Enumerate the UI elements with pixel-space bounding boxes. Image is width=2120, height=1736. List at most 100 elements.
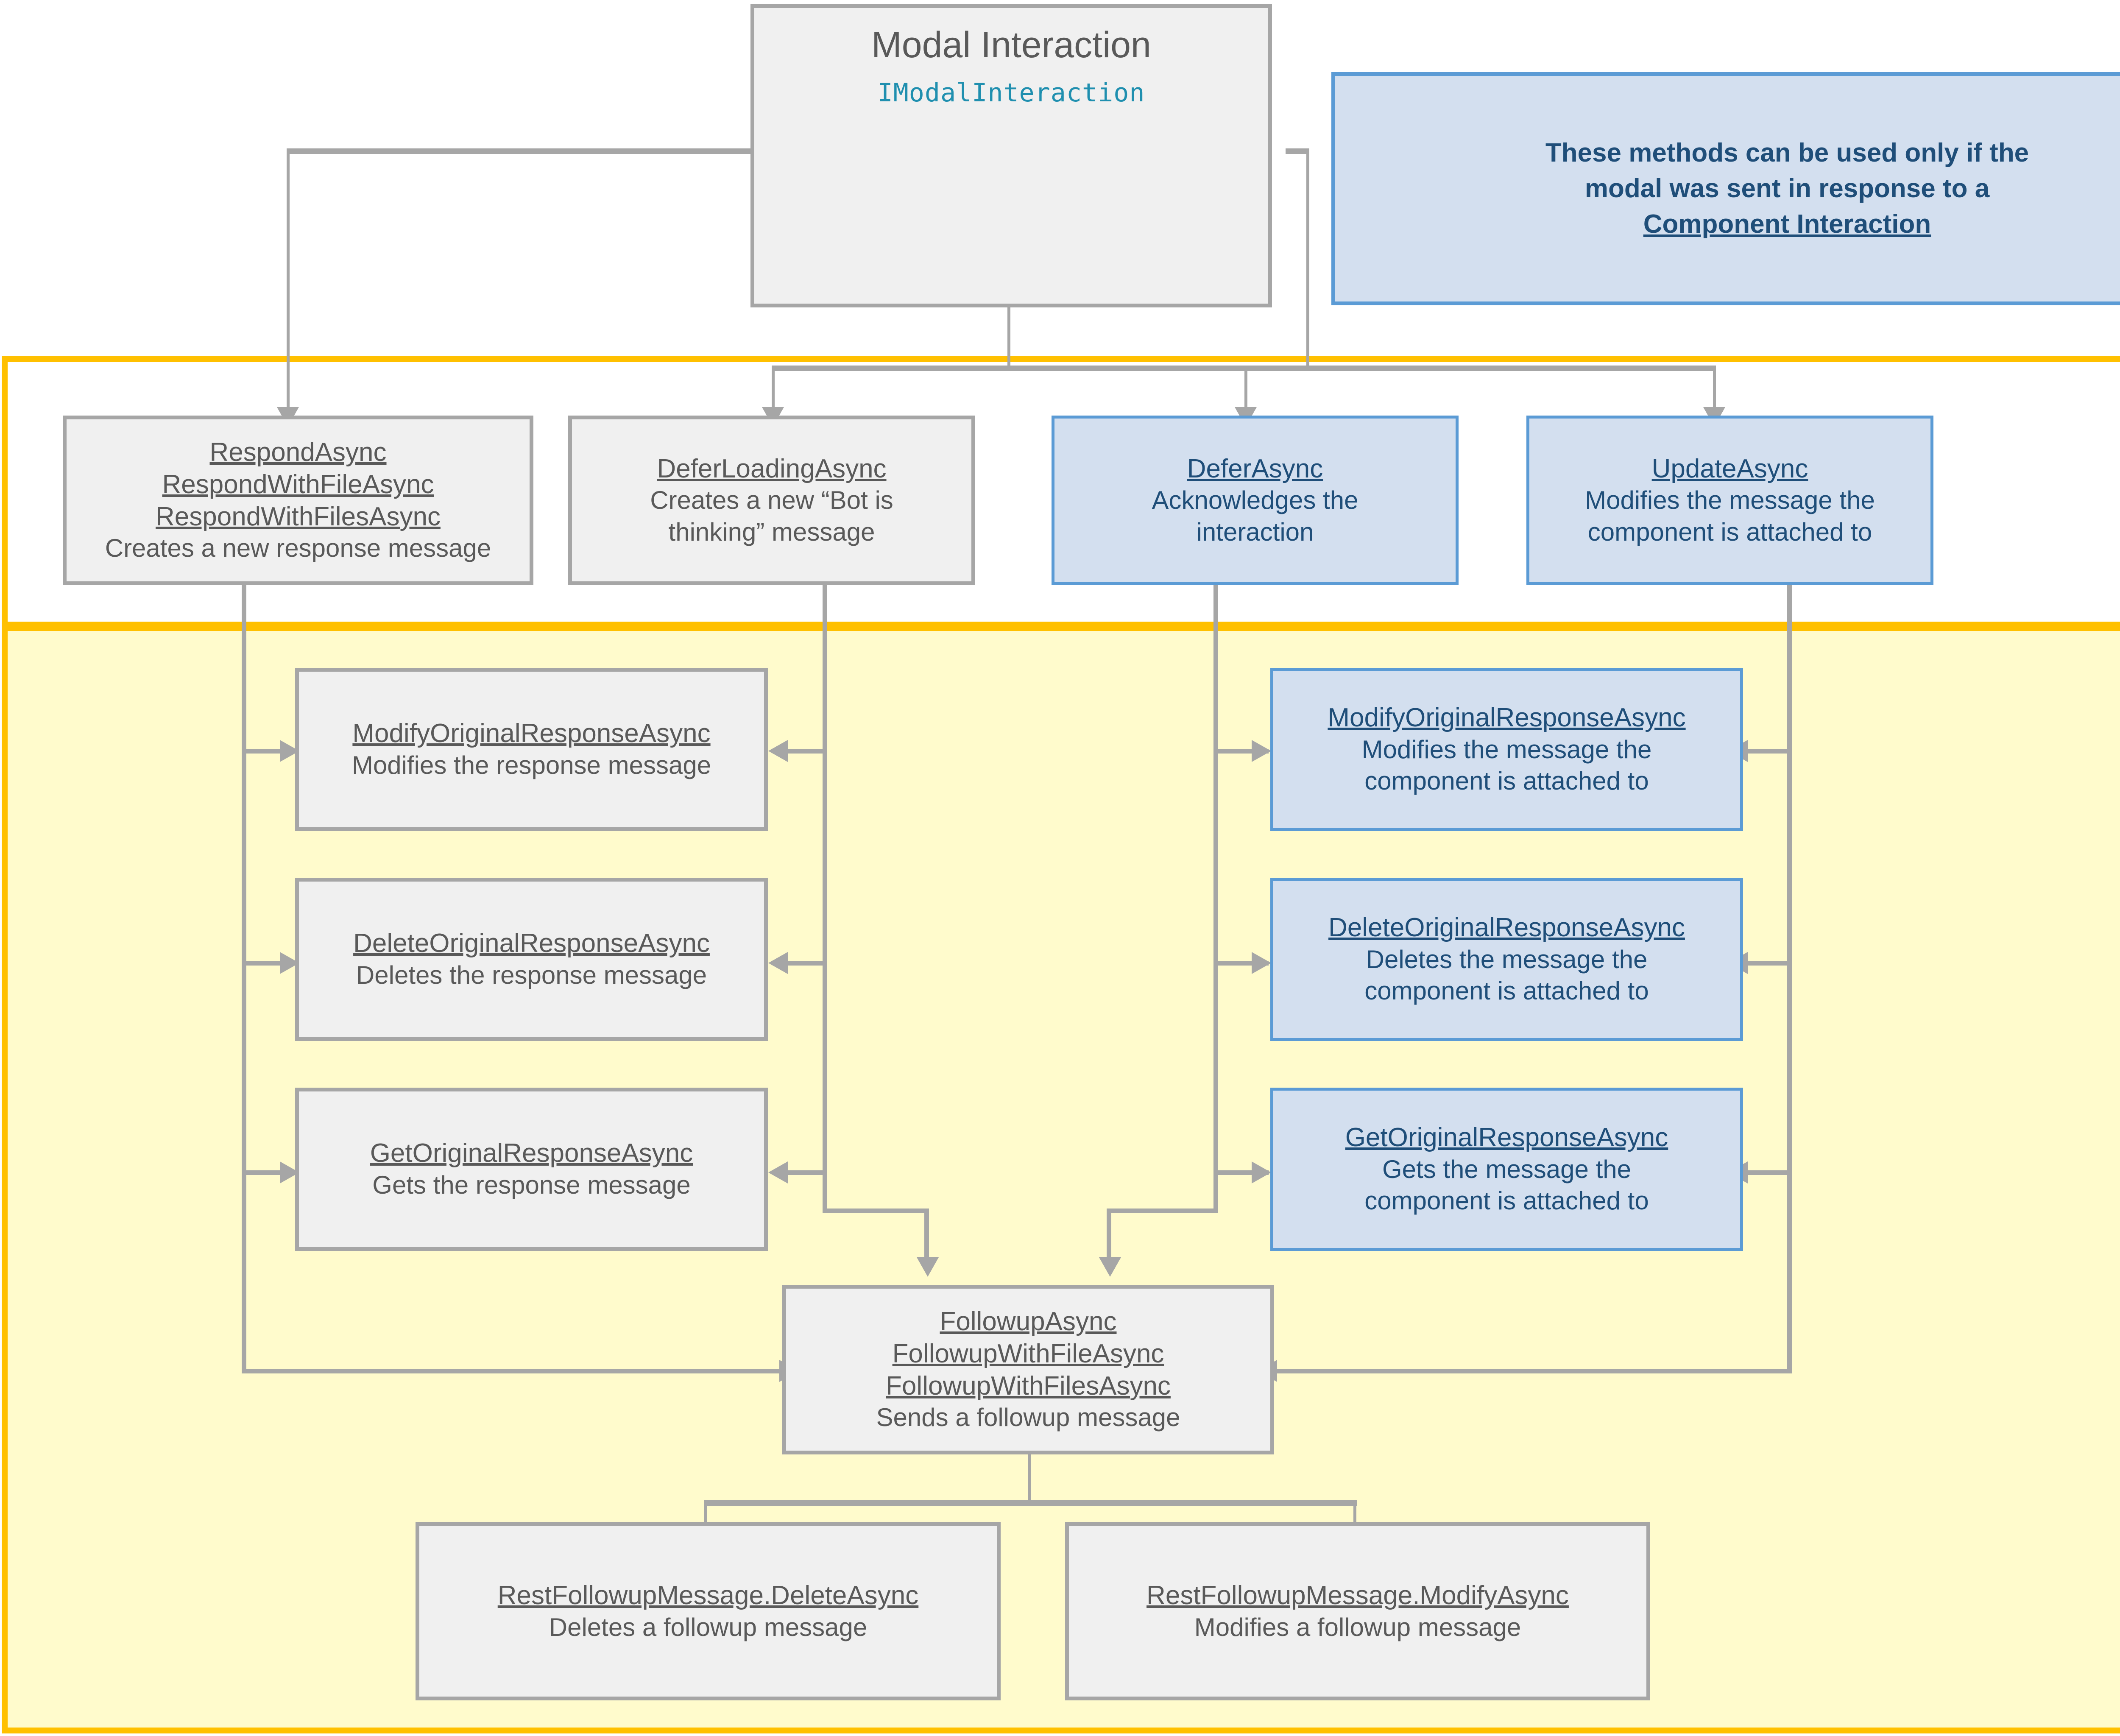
node-title: DeferAsync	[1187, 454, 1323, 483]
node-desc: component is attached to	[1364, 767, 1649, 795]
node-desc: component is attached to	[1364, 977, 1649, 1005]
note-line-1: These methods can be used only if the	[1545, 138, 2029, 167]
connector-root-left-h	[287, 148, 755, 154]
arrow-dl-followup	[917, 1257, 939, 1277]
node-desc: Modifies a followup message	[1194, 1613, 1521, 1641]
connector-defer-to-followup-v	[1107, 1209, 1111, 1264]
node-desc: Gets the response message	[372, 1171, 691, 1200]
connector-update-spur-3	[1747, 1170, 1792, 1175]
node-title: RespondWithFileAsync	[162, 469, 434, 499]
node-title: FollowupWithFileAsync	[892, 1339, 1164, 1368]
node-rest-followup-modify-async[interactable]: RestFollowupMessage.ModifyAsync Modifies…	[1065, 1522, 1650, 1700]
node-modify-original-response-async-blue[interactable]: ModifyOriginalResponseAsync Modifies the…	[1270, 668, 1743, 831]
connector-drop-deferloading	[772, 366, 775, 411]
node-desc: Creates a new response message	[105, 534, 491, 563]
node-title: DeleteOriginalResponseAsync	[1328, 913, 1685, 943]
node-title: UpdateAsync	[1651, 454, 1808, 483]
node-followup-async[interactable]: FollowupAsync FollowupWithFileAsync Foll…	[782, 1285, 1274, 1454]
node-title: ModifyOriginalResponseAsync	[352, 719, 711, 748]
node-title: GetOriginalResponseAsync	[370, 1139, 693, 1168]
node-rest-followup-delete-async[interactable]: RestFollowupMessage.DeleteAsync Deletes …	[416, 1522, 1001, 1700]
connector-root-right-h2	[1306, 366, 1716, 371]
note-link-component-interaction[interactable]: Component Interaction	[1643, 209, 1931, 239]
connector-update-spur-1	[1747, 749, 1792, 754]
node-title: FollowupWithFilesAsync	[886, 1371, 1171, 1401]
root-title: Modal Interaction	[871, 25, 1151, 65]
node-title: RestFollowupMessage.DeleteAsync	[497, 1580, 919, 1610]
node-get-original-response-async-gray[interactable]: GetOriginalResponseAsync Gets the respon…	[295, 1088, 768, 1251]
node-modify-original-response-async-gray[interactable]: ModifyOriginalResponseAsync Modifies the…	[295, 668, 768, 831]
node-defer-loading-async[interactable]: DeferLoadingAsync Creates a new “Bot is …	[568, 416, 975, 585]
arrow-dl-3	[768, 1161, 788, 1183]
legend-initial-gray-0: Can be used only ones per interaction	[1933, 512, 2120, 544]
node-delete-original-response-async-blue[interactable]: DeleteOriginalResponseAsync Deletes the …	[1270, 878, 1743, 1041]
node-delete-original-response-async-gray[interactable]: DeleteOriginalResponseAsync Deletes the …	[295, 878, 768, 1041]
node-desc: thinking” message	[668, 517, 875, 546]
note-component-interaction: These methods can be used only if the mo…	[1331, 72, 2120, 305]
node-desc: Modifies the message the	[1585, 486, 1875, 515]
node-desc: Modifies the message the	[1361, 735, 1652, 764]
node-title: RespondWithFilesAsync	[156, 502, 441, 531]
connector-respond-to-followup-h	[242, 1369, 789, 1373]
node-desc: Deletes the response message	[356, 961, 707, 990]
arrow-defer-3	[1252, 1161, 1271, 1183]
node-title: FollowupAsync	[940, 1307, 1117, 1337]
legend-followup: Followup methods Can be used in 15 minut…	[1933, 670, 2120, 837]
arrow-defer-followup	[1099, 1257, 1121, 1277]
node-defer-async[interactable]: DeferAsync Acknowledges the interaction	[1052, 416, 1459, 585]
connector-update-to-followup-h	[1277, 1369, 1792, 1373]
connector-dl-spur-3	[787, 1170, 827, 1175]
root-interface-name: IModalInteraction	[877, 78, 1145, 108]
node-update-async[interactable]: UpdateAsync Modifies the message the com…	[1526, 416, 1933, 585]
connector-dl-spur-2	[787, 961, 827, 966]
legend-followup-gold-0: Can be used in 15 minutes	[1933, 707, 2120, 740]
connector-defer-down	[1213, 585, 1218, 1213]
node-desc: component is attached to	[1364, 1186, 1649, 1215]
node-title: RespondAsync	[209, 438, 387, 467]
legend-initial-heading: Initial Response methods	[1933, 403, 2120, 440]
node-desc: Deletes a followup message	[549, 1613, 868, 1641]
connector-followup-drop-left	[704, 1500, 707, 1527]
legend-initial-response: Initial Response methods Has to be execu…	[1933, 403, 2120, 544]
root-node-modal-interaction[interactable]: Modal Interaction IModalInteraction	[750, 4, 1272, 307]
connector-deferloading-down	[823, 585, 827, 1213]
node-title: DeleteOriginalResponseAsync	[353, 929, 710, 958]
legend-followup-gold-1: after sending an initial response	[1933, 740, 2120, 773]
node-desc: Creates a new “Bot is	[650, 486, 893, 515]
connector-followup-bus	[704, 1500, 1357, 1506]
node-respond-async[interactable]: RespondAsync RespondWithFileAsync Respon…	[63, 416, 533, 585]
legend-followup-gray-0: Can be used multiple times during	[1933, 773, 2120, 806]
connector-root-right-v2	[1713, 366, 1716, 411]
arrow-defer-2	[1252, 952, 1271, 974]
node-desc: Gets the message the	[1382, 1155, 1631, 1183]
connector-spur-gray-3	[242, 1170, 297, 1175]
node-get-original-response-async-blue[interactable]: GetOriginalResponseAsync Gets the messag…	[1270, 1088, 1743, 1251]
node-desc: Sends a followup message	[876, 1403, 1180, 1432]
node-title: DeferLoadingAsync	[657, 454, 887, 483]
connector-dl-spur-1	[787, 749, 827, 754]
legend-followup-gray-1: interaction token’s lifetime	[1933, 805, 2120, 837]
connector-update-spur-2	[1747, 961, 1792, 966]
node-desc: interaction	[1196, 517, 1314, 546]
legend-initial-gold-1: after receiving the interaction	[1933, 473, 2120, 506]
connector-followup-stub	[1028, 1452, 1031, 1503]
connector-defer-spur-1	[1213, 749, 1269, 754]
node-desc: component is attached to	[1587, 517, 1872, 546]
connector-defer-spur-3	[1213, 1170, 1269, 1175]
node-desc: Deletes the message the	[1366, 945, 1648, 974]
legend-followup-heading: Followup methods	[1933, 670, 2120, 707]
arrow-dl-1	[768, 740, 788, 762]
connector-defer-spur-2	[1213, 961, 1269, 966]
connector-spur-gray-1	[242, 749, 297, 754]
connector-followup-drop-right	[1353, 1500, 1356, 1527]
connector-dl-to-followup-h	[823, 1209, 929, 1213]
connector-dl-to-followup-v	[924, 1209, 929, 1264]
node-desc: Acknowledges the	[1152, 486, 1358, 515]
connector-update-down	[1787, 585, 1792, 1373]
arrow-dl-2	[768, 952, 788, 974]
connector-respond-down	[242, 585, 246, 1373]
node-desc: Modifies the response message	[351, 751, 711, 780]
connector-drop-defer	[1244, 366, 1247, 411]
node-title: ModifyOriginalResponseAsync	[1328, 703, 1686, 733]
